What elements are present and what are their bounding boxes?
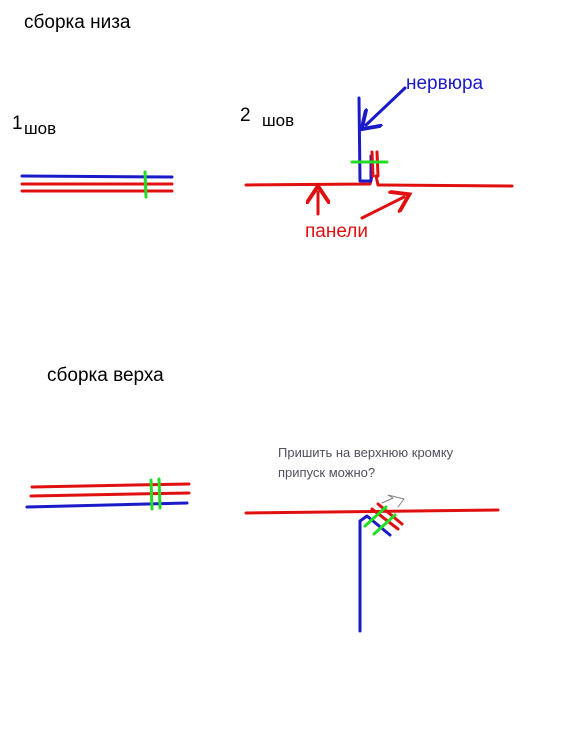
panels-label: панели xyxy=(305,221,368,242)
top-right-panel-line xyxy=(244,508,500,515)
top-right-allowance-2 xyxy=(376,502,404,526)
fold-sketch-mark xyxy=(381,494,405,508)
question-line-2: припуск можно? xyxy=(278,465,376,480)
top-left-panel-line-2 xyxy=(29,491,191,498)
top-left-panel-line-1 xyxy=(30,482,191,489)
seam-1-number: 1 xyxy=(12,113,23,134)
seam-2-assembly xyxy=(244,86,514,220)
top-right-stitch-1 xyxy=(363,505,388,528)
question-line-1: Пришить на верхнюю кромку xyxy=(278,445,454,460)
top-right-allowance-1 xyxy=(370,507,400,531)
top-left-stitch-1 xyxy=(149,478,154,511)
top-left-rib-line xyxy=(25,501,189,509)
seam2-rib xyxy=(357,96,373,183)
top-right-stitch-2 xyxy=(372,513,397,536)
seam-2-label: шов xyxy=(262,111,295,130)
top-right-joint xyxy=(244,494,500,633)
seam1-stitch xyxy=(143,170,148,199)
top-left-stack xyxy=(25,477,191,511)
seam2-panel-left xyxy=(244,174,374,187)
seam-1-label: шов xyxy=(24,119,57,138)
top-right-rib xyxy=(358,514,392,633)
panel-pointer-arrow-2 xyxy=(360,197,404,220)
seam1-rib-line xyxy=(20,174,174,179)
rib-pointer-arrow xyxy=(366,86,407,125)
rib-label: нервюра xyxy=(406,73,484,94)
seam2-allowance-1 xyxy=(370,150,375,178)
title-bottom-assembly: сборка низа xyxy=(24,12,131,33)
seam2-allowance-2 xyxy=(375,150,380,178)
seam-2-number: 2 xyxy=(240,105,251,126)
title-top-assembly: сборка верха xyxy=(47,365,164,386)
seam-1-stack xyxy=(20,170,174,199)
seam2-panel-right xyxy=(374,174,514,188)
top-left-stitch-2 xyxy=(157,477,162,510)
